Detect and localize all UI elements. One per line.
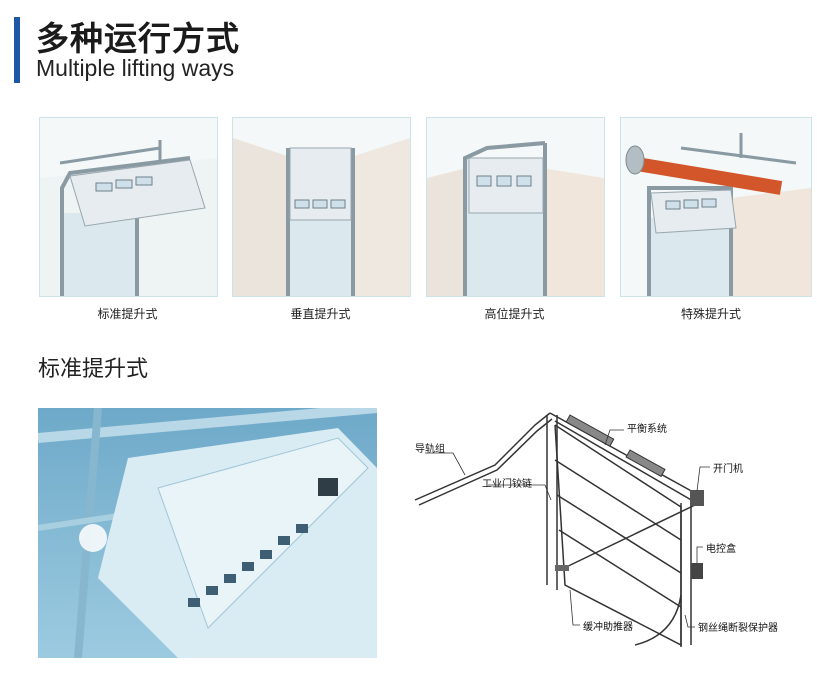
caption-special-lift: 特殊提升式 [680,307,741,321]
page-title: 多种运行方式 [36,19,240,58]
thumb-high-lift [426,117,605,297]
label-hinge: 工业门铰链 [482,479,532,490]
page-subtitle: Multiple lifting ways [36,55,235,81]
label-balance-system: 平衡系统 [627,424,667,435]
title-accent-bar [14,17,20,83]
thumb-vertical-lift [232,117,411,297]
installed-door-photo [38,408,377,658]
caption-vertical-lift: 垂直提升式 [290,307,351,321]
thumb-special-lift [620,117,812,297]
caption-standard-lift: 标准提升式 [97,307,158,321]
label-guide-rail: 导轨组 [415,444,445,455]
door-component-diagram: 导轨组 平衡系统 工业门铰链 开门机 电控盒 缓冲助推器 钢丝绳断裂保护器 [405,395,810,675]
label-buffer-pusher: 缓冲助推器 [583,622,633,633]
label-wire-rope-protector: 钢丝绳断裂保护器 [698,623,778,634]
section-title: 标准提升式 [38,357,149,382]
caption-high-lift: 高位提升式 [484,307,545,321]
label-control-box: 电控盒 [706,544,736,555]
label-opener: 开门机 [713,464,743,475]
thumb-standard-lift [39,117,218,297]
